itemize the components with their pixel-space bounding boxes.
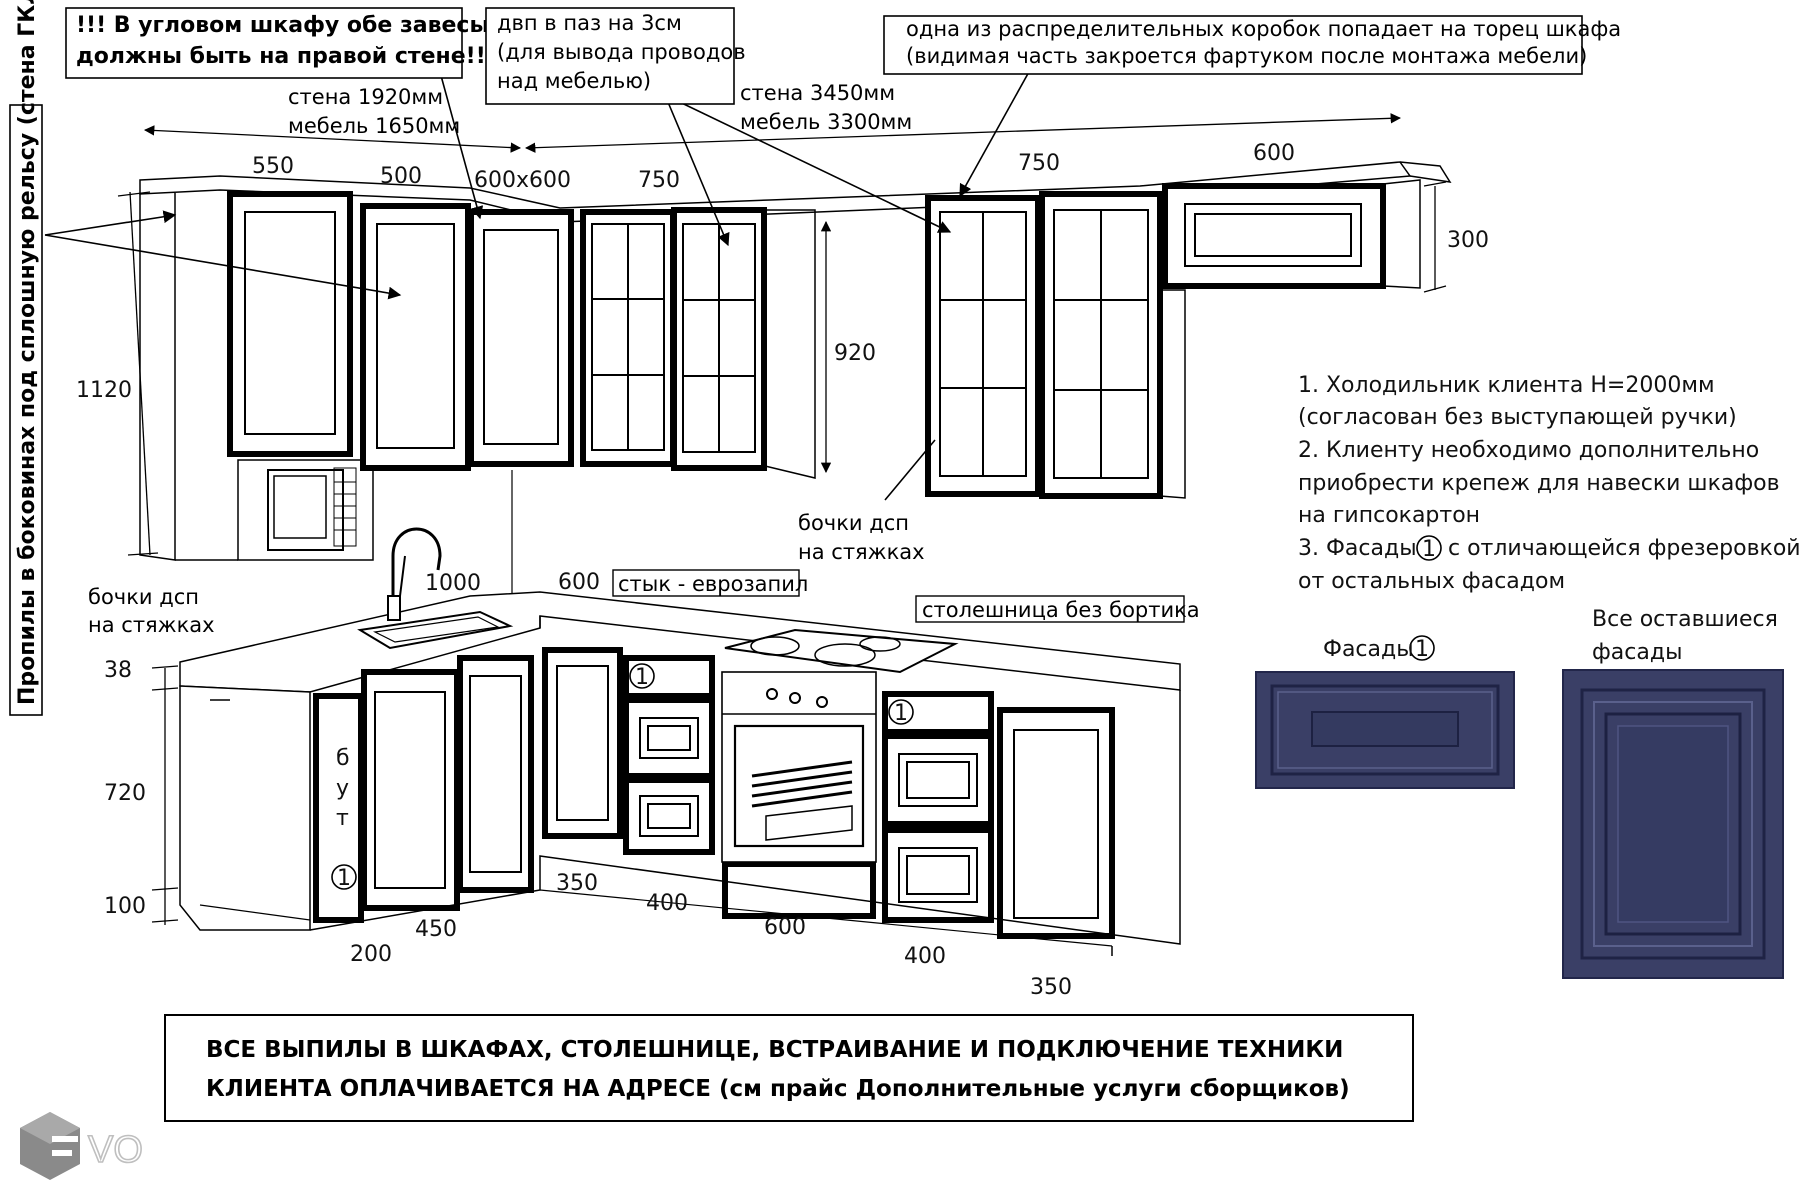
svg-text:1: 1 (1415, 637, 1429, 662)
corner-hinge-note-line1: !!! В угловом шкафу обе завесы (76, 13, 489, 38)
marker-drawer-left: 1 (629, 663, 655, 690)
wall-left-line2: мебель 1650мм (288, 114, 460, 138)
banner-line1: ВСЕ ВЫПИЛЫ В ШКАФАХ, СТОЛЕШНИЦЕ, ВСТРАИВ… (206, 1037, 1343, 1063)
list-line-6a: 3. Фасады (1298, 536, 1417, 561)
barrels-lower-line2: на стяжках (88, 613, 215, 637)
dim-height-100: 100 (104, 894, 146, 919)
barrels-lower-line1: бочки дсп (88, 585, 199, 609)
corner-hinge-note-line2: должны быть на правой стене!!! (76, 44, 496, 69)
marker-drawer-right: 1 (888, 699, 914, 726)
pointer-arrows (44, 69, 1031, 701)
facade-other-sample (1562, 669, 1784, 979)
kitchen-drawing (139, 161, 1452, 956)
list-line-7: от остальных фасадом (1298, 569, 1565, 594)
hdf-groove-note-line3: над мебелью) (497, 69, 651, 93)
evo-logo-text: VO (88, 1129, 143, 1171)
marker-builtin: 1 (331, 864, 357, 891)
list-line-2: (согласован без выступающей ручки) (1298, 405, 1737, 430)
dim-lower-1000: 1000 (425, 571, 481, 596)
facade-other-caption-line1: Все оставшиеся (1592, 607, 1778, 632)
facade-1-caption: Фасады (1323, 637, 1414, 662)
junction-box-note-line1: одна из распределительных коробок попада… (906, 17, 1621, 41)
svg-text:1: 1 (894, 701, 908, 726)
joint-note: стык - еврозапил (618, 572, 808, 596)
circled-markers: 1 1 1 1 1 (331, 535, 1442, 891)
dim-bottom-350: 350 (556, 871, 598, 896)
facade-1-sample (1255, 671, 1515, 789)
side-cuts-note: Пропилы в боковинах под сплошную рельсу … (15, 0, 40, 705)
dim-height-300: 300 (1447, 228, 1489, 253)
list-line-4: приобрести крепеж для навески шкафов (1298, 471, 1780, 496)
dim-height-920: 920 (834, 341, 876, 366)
list-line-6b: с отличающейся фрезеровкой (1448, 536, 1800, 561)
dim-upper-500: 500 (380, 164, 422, 189)
dim-lower-600: 600 (558, 570, 600, 595)
dim-upper-750a: 750 (638, 168, 680, 193)
facade-other-caption-line2: фасады (1592, 640, 1682, 665)
dimension-labels: 550 500 600х600 750 750 600 1120 920 300… (76, 141, 1489, 1000)
wall-right-line2: мебель 3300мм (740, 110, 912, 134)
dim-upper-750b: 750 (1018, 151, 1060, 176)
dim-bottom-350b: 350 (1030, 975, 1072, 1000)
hdf-groove-note-line2: (для вывода проводов (497, 40, 746, 64)
hdf-groove-note-line1: двп в паз на 3см (497, 11, 682, 35)
dim-bottom-600: 600 (764, 915, 806, 940)
dim-bottom-400b: 400 (904, 944, 946, 969)
barrels-upper-line2: на стяжках (798, 540, 925, 564)
builtin-letter-u: у (336, 776, 349, 801)
dim-upper-600: 600 (1253, 141, 1295, 166)
dim-bottom-400a: 400 (646, 891, 688, 916)
list-line-5: на гипсокартон (1298, 503, 1480, 528)
dim-bottom-200: 200 (350, 942, 392, 967)
dim-height-38: 38 (104, 658, 132, 683)
svg-text:1: 1 (337, 866, 351, 891)
dim-bottom-450: 450 (415, 917, 457, 942)
marker-list: 1 (1416, 535, 1442, 562)
svg-text:1: 1 (635, 665, 649, 690)
barrels-upper-line1: бочки дсп (798, 511, 909, 535)
evo-logo: VO (20, 1112, 144, 1180)
dim-upper-550: 550 (252, 154, 294, 179)
banner-line2: КЛИЕНТА ОПЛАЧИВАЕТСЯ НА АДРЕСЕ (см прайс… (206, 1076, 1350, 1102)
list-line-3: 2. Клиенту необходимо дополнительно (1298, 438, 1759, 463)
svg-text:1: 1 (1422, 537, 1436, 562)
builtin-letter-b: б (336, 746, 350, 771)
dim-height-720: 720 (104, 781, 146, 806)
builtin-letter-t: т (336, 806, 349, 831)
dim-height-1120: 1120 (76, 378, 132, 403)
dim-upper-600x600: 600х600 (474, 168, 571, 193)
wall-right-line1: стена 3450мм (740, 81, 895, 105)
junction-box-note-line2: (видимая часть закроется фартуком после … (906, 44, 1587, 68)
marker-facade-sample: 1 (1409, 635, 1435, 662)
list-line-1: 1. Холодильник клиента Н=2000мм (1298, 373, 1715, 398)
countertop-note: столешница без бортика (922, 598, 1200, 622)
wall-left-line1: стена 1920мм (288, 85, 443, 109)
dimension-lines (117, 113, 1447, 925)
